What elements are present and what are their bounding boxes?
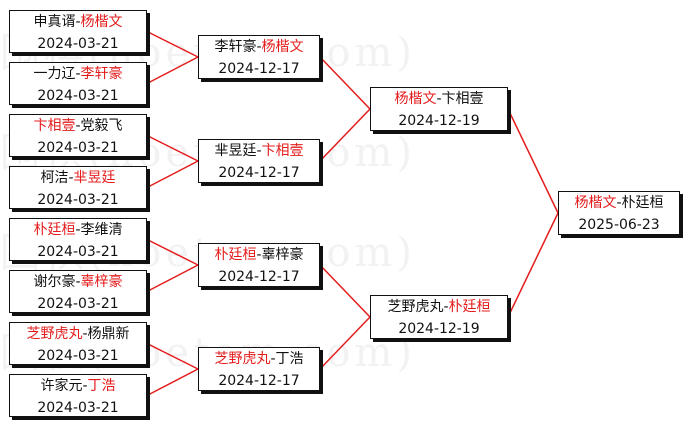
bracket-connector — [146, 160, 199, 189]
match-players: 芝野虎丸-杨鼎新 — [26, 326, 130, 342]
match-players: 杨楷文-朴廷桓 — [574, 195, 664, 211]
match-date: 2024-03-21 — [37, 88, 119, 104]
player-name: 朴廷桓 — [33, 222, 76, 238]
match-box[interactable]: 芝野虎丸-杨鼎新 2024-03-21 — [9, 322, 147, 365]
match-box[interactable]: 李轩豪-杨楷文 2024-12-17 — [198, 35, 320, 79]
match-players: 卞相壹-党毅飞 — [33, 118, 123, 134]
match-players: 谢尔豪-辜梓豪 — [33, 274, 123, 290]
match-box[interactable]: 一力辽-李轩豪 2024-03-21 — [9, 62, 147, 105]
bracket-connector — [507, 212, 559, 318]
player-name: 许家元 — [40, 378, 83, 394]
player-name: 芝野虎丸 — [26, 326, 83, 342]
match-box[interactable]: 朴廷桓-李维清 2024-03-21 — [9, 218, 147, 261]
match-date: 2024-03-21 — [37, 140, 119, 156]
match-date: 2024-03-21 — [37, 296, 119, 312]
match-date: 2024-03-21 — [37, 348, 119, 364]
player-name: 卞相壹 — [261, 143, 304, 159]
bracket-connector — [507, 108, 559, 214]
match-box[interactable]: 芈昱廷-卞相壹 2024-12-17 — [198, 139, 320, 183]
player-name: 杨楷文 — [394, 91, 437, 107]
match-box[interactable]: 杨楷文-卞相壹 2024-12-19 — [370, 87, 508, 131]
match-box[interactable]: 芝野虎丸-朴廷桓 2024-12-19 — [370, 295, 508, 339]
player-name: 丁浩 — [87, 378, 116, 394]
bracket-connector — [146, 368, 199, 397]
player-name: 芝野虎丸 — [387, 299, 444, 315]
match-box[interactable]: 芝野虎丸-丁浩 2024-12-17 — [198, 347, 320, 391]
bracket-connector — [146, 134, 199, 162]
match-box[interactable]: 申真谞-杨楷文 2024-03-21 — [9, 10, 147, 53]
match-box[interactable]: 朴廷桓-辜梓豪 2024-12-17 — [198, 243, 320, 287]
match-date: 2024-12-17 — [218, 269, 300, 285]
match-date: 2024-03-21 — [37, 36, 119, 52]
bracket-connector — [319, 316, 371, 370]
match-players: 一力辽-李轩豪 — [33, 66, 123, 82]
bracket-connector — [319, 264, 371, 318]
match-date: 2024-12-17 — [218, 373, 300, 389]
player-name: 丁浩 — [275, 351, 304, 367]
player-name: 辜梓豪 — [80, 274, 123, 290]
bracket-connector — [319, 56, 371, 110]
match-box[interactable]: 谢尔豪-辜梓豪 2024-03-21 — [9, 270, 147, 313]
player-name: 朴廷桓 — [214, 247, 257, 263]
match-players: 朴廷桓-辜梓豪 — [214, 247, 304, 263]
match-date: 2025-06-23 — [578, 217, 660, 233]
bracket-connector — [319, 108, 371, 162]
player-name: 杨鼎新 — [87, 326, 130, 342]
match-box[interactable]: 杨楷文-朴廷桓 2025-06-23 — [558, 191, 680, 235]
player-name: 芝野虎丸 — [214, 351, 271, 367]
player-name: 卞相壹 — [33, 118, 76, 134]
player-name: 朴廷桓 — [448, 299, 491, 315]
player-name: 柯洁 — [40, 170, 69, 186]
player-name: 一力辽 — [33, 66, 76, 82]
player-name: 芈昱廷 — [214, 143, 257, 159]
match-box[interactable]: 柯洁-芈昱廷 2024-03-21 — [9, 166, 147, 209]
match-players: 杨楷文-卞相壹 — [394, 91, 484, 107]
player-name: 芈昱廷 — [73, 170, 116, 186]
match-players: 朴廷桓-李维清 — [33, 222, 123, 238]
bracket-connector — [146, 30, 199, 58]
bracket-connector — [146, 56, 199, 85]
match-players: 李轩豪-杨楷文 — [214, 39, 304, 55]
player-name: 申真谞 — [33, 14, 76, 30]
match-date: 2024-03-21 — [37, 192, 119, 208]
match-date: 2024-03-21 — [37, 244, 119, 260]
match-date: 2024-12-19 — [398, 321, 480, 337]
match-players: 芝野虎丸-丁浩 — [214, 351, 304, 367]
match-date: 2024-03-21 — [37, 400, 119, 416]
player-name: 辜梓豪 — [261, 247, 304, 263]
match-box[interactable]: 许家元-丁浩 2024-03-21 — [9, 374, 147, 417]
match-date: 2024-12-17 — [218, 165, 300, 181]
player-name: 李轩豪 — [80, 66, 123, 82]
bracket-connector — [146, 264, 199, 293]
match-box[interactable]: 卞相壹-党毅飞 2024-03-21 — [9, 114, 147, 157]
player-name: 李维清 — [80, 222, 123, 238]
match-players: 柯洁-芈昱廷 — [40, 170, 116, 186]
player-name: 党毅飞 — [80, 118, 123, 134]
match-players: 芈昱廷-卞相壹 — [214, 143, 304, 159]
player-name: 杨楷文 — [261, 39, 304, 55]
player-name: 谢尔豪 — [33, 274, 76, 290]
match-players: 许家元-丁浩 — [40, 378, 116, 394]
player-name: 李轩豪 — [214, 39, 257, 55]
bracket-connector — [146, 342, 199, 370]
player-name: 杨楷文 — [574, 195, 617, 211]
player-name: 卞相壹 — [441, 91, 484, 107]
player-name: 朴廷桓 — [621, 195, 664, 211]
match-date: 2024-12-19 — [398, 113, 480, 129]
bracket-connector — [146, 238, 199, 266]
match-date: 2024-12-17 — [218, 61, 300, 77]
match-players: 芝野虎丸-朴廷桓 — [387, 299, 491, 315]
player-name: 杨楷文 — [80, 14, 123, 30]
match-players: 申真谞-杨楷文 — [33, 14, 123, 30]
